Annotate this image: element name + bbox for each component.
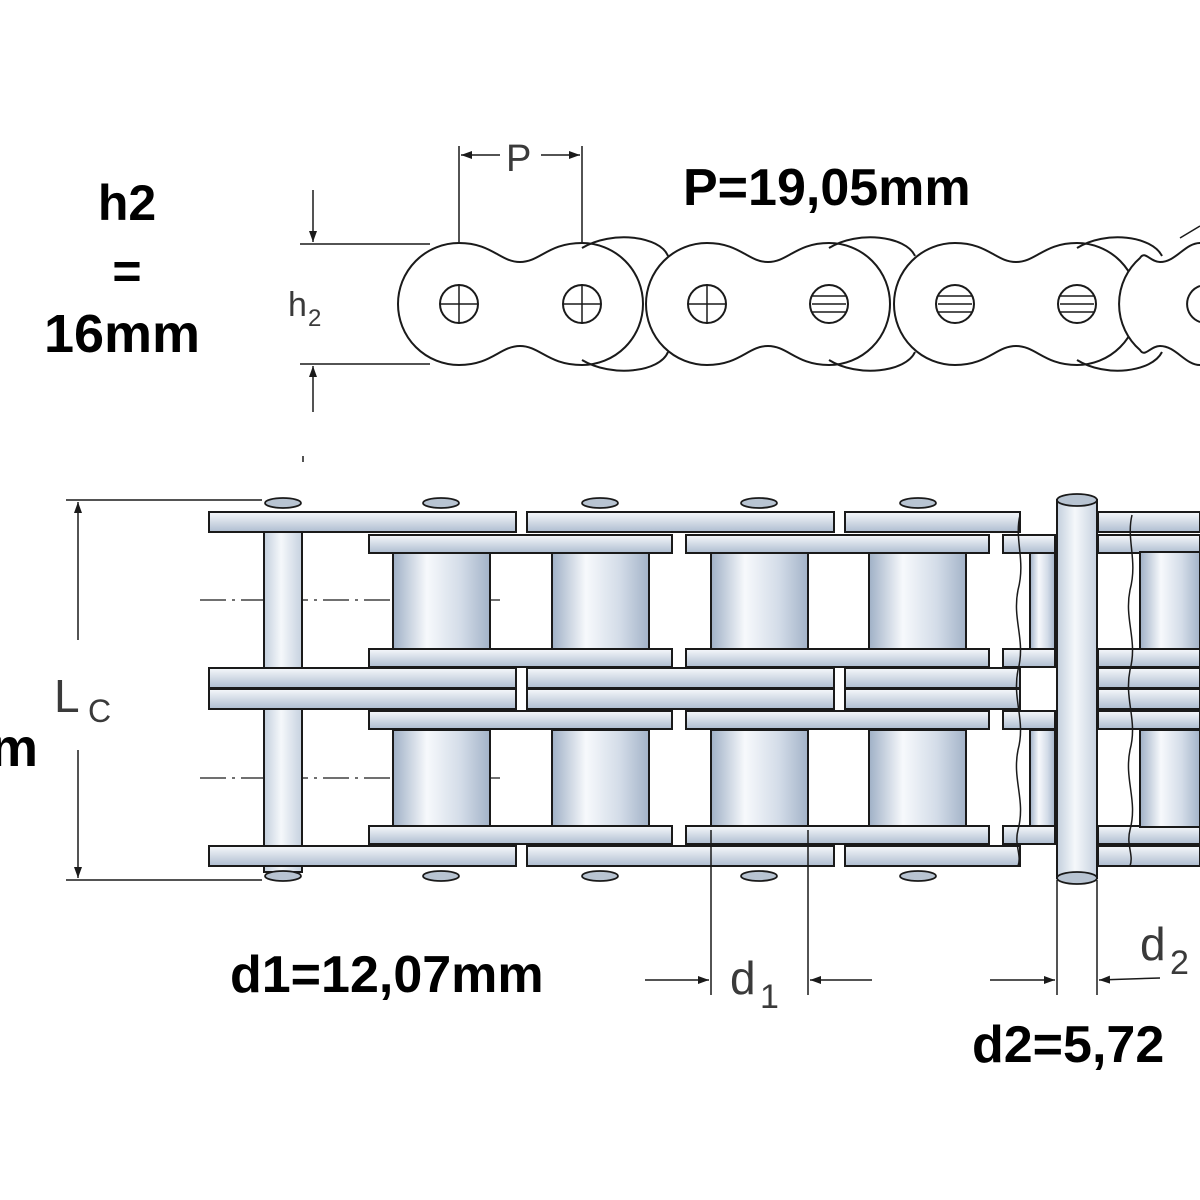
- lc-value-label-partial: m: [0, 718, 38, 778]
- pin-cap: [264, 870, 302, 882]
- inner-plate-partial: [1002, 648, 1056, 668]
- lc-symbol: L: [54, 670, 80, 722]
- roller-partial: [1029, 729, 1056, 828]
- roller: [868, 729, 967, 828]
- inner-plate: [685, 648, 990, 668]
- pin-cap: [740, 870, 778, 882]
- d2-value-label: d2=5,72: [972, 1016, 1164, 1074]
- outer-plate: [844, 667, 1021, 689]
- pin-hole-partial: [1186, 285, 1200, 323]
- roller: [551, 551, 650, 650]
- roller: [710, 729, 809, 828]
- outer-plate: [844, 511, 1021, 533]
- pin-cap: [740, 497, 778, 509]
- outer-plate: [526, 511, 835, 533]
- long-pin: [1056, 493, 1098, 885]
- chain-link-1: [397, 241, 644, 367]
- lc-symbol-subscript: C: [88, 693, 111, 729]
- h2-symbol: h: [288, 286, 307, 324]
- inner-plate: [368, 534, 673, 554]
- roller: [392, 551, 491, 650]
- pin-caps-bottom: [264, 870, 937, 882]
- pin-hole: [562, 284, 602, 324]
- long-pin-body: [1056, 499, 1098, 879]
- d2-symbol-subscript: 2: [1170, 944, 1189, 982]
- h2-value-line3: 16mm: [44, 304, 200, 364]
- roller: [868, 551, 967, 650]
- pin-caps-top: [264, 497, 937, 509]
- inner-plate: [368, 710, 673, 730]
- outer-plate: [526, 667, 835, 689]
- d1-value-label: d1=12,07mm: [230, 946, 544, 1004]
- pin-cap: [422, 870, 460, 882]
- pitch-symbol: P: [506, 138, 531, 180]
- pin-cap: [1056, 871, 1098, 885]
- inner-plate-partial: [1002, 534, 1056, 554]
- side-view-chain: L C m: [0, 493, 1200, 1016]
- pin-hole: [809, 284, 849, 324]
- inner-plate: [685, 534, 990, 554]
- d1-symbol: d: [730, 952, 756, 1004]
- inner-plate: [685, 710, 990, 730]
- pin-cap: [264, 497, 302, 509]
- pitch-value-label: P=19,05mm: [683, 159, 971, 217]
- outer-plate: [526, 688, 835, 710]
- h2-value-line1: h2: [98, 175, 156, 231]
- d2-symbol: d: [1140, 918, 1166, 970]
- inner-plate-partial: [1002, 710, 1056, 730]
- pin-hole: [439, 284, 479, 324]
- outer-plate: [208, 845, 517, 867]
- inner-plate: [368, 648, 673, 668]
- outer-plate: [208, 511, 517, 533]
- pin-cap: [581, 497, 619, 509]
- inner-plates: [368, 534, 1056, 845]
- chain-link-4-partial: [1118, 242, 1200, 366]
- roller-partial: [1029, 551, 1056, 650]
- outer-plate: [526, 845, 835, 867]
- outer-plates: [208, 511, 1021, 867]
- roller: [551, 729, 650, 828]
- outer-plate: [208, 688, 517, 710]
- chain-link-3: [893, 241, 1139, 367]
- inner-plate-partial: [1002, 825, 1056, 845]
- pin-cap: [581, 870, 619, 882]
- pin-hole: [687, 284, 727, 324]
- pin-cap: [422, 497, 460, 509]
- d2-dimension: d 2: [990, 880, 1189, 995]
- roller: [710, 551, 809, 650]
- d1-dimension: d 1: [645, 830, 872, 1016]
- inner-plate: [685, 825, 990, 845]
- pin-cap: [1056, 493, 1098, 507]
- chain-link-2: [645, 241, 891, 367]
- h2-dimension: h 2: [288, 190, 430, 462]
- top-view-chain: h 2 P: [288, 138, 1200, 462]
- h2-symbol-subscript: 2: [308, 305, 321, 332]
- pin-cap: [899, 497, 937, 509]
- outer-plate: [844, 688, 1021, 710]
- inner-plate: [368, 825, 673, 845]
- pin-hole: [935, 284, 975, 324]
- h2-value-line2: =: [112, 243, 141, 299]
- outer-plate: [208, 667, 517, 689]
- pin-cap: [899, 870, 937, 882]
- pin-hole: [1057, 284, 1097, 324]
- lc-dimension: L C m: [0, 499, 262, 881]
- d1-symbol-subscript: 1: [760, 978, 779, 1016]
- roller: [392, 729, 491, 828]
- outer-plate: [844, 845, 1021, 867]
